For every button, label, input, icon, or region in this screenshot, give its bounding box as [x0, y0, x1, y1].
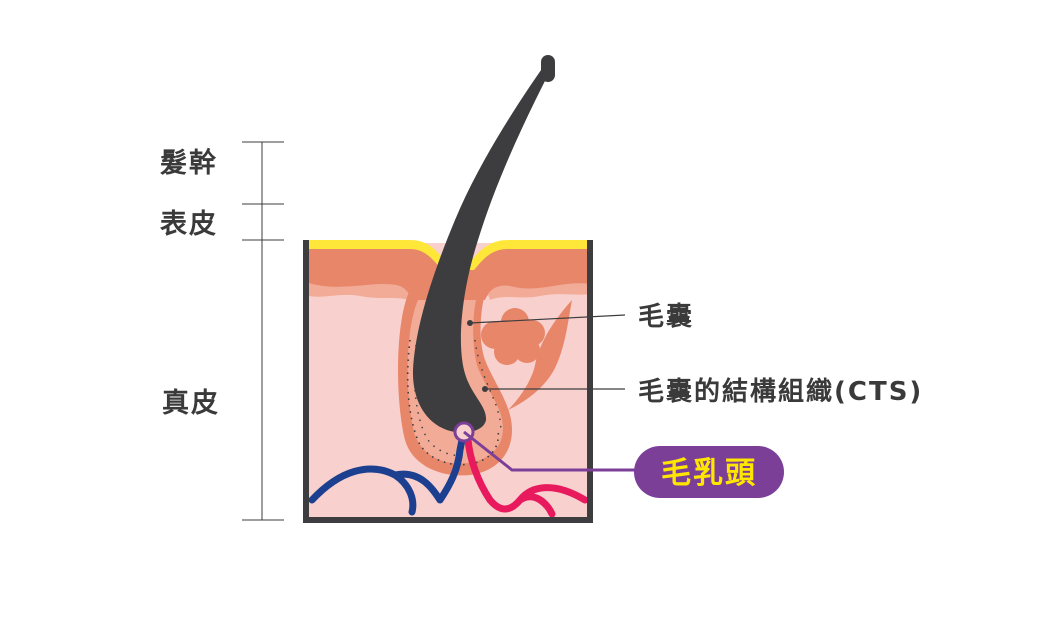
sebaceous-gland [481, 308, 545, 365]
label-cts: 毛囊的結構組織(CTS) [638, 376, 923, 407]
arrector-pili-muscle [508, 300, 572, 410]
artery-vessel [464, 436, 589, 518]
label-follicle: 毛囊 [638, 302, 694, 332]
epidermis-inner-rim [306, 282, 410, 300]
callout-follicle-dot [467, 320, 473, 326]
callout-papilla: 毛乳頭 [463, 430, 784, 498]
cts-dotted-outline-right [474, 339, 502, 433]
layer-scale-bracket [242, 141, 284, 521]
callout-cts-dot [482, 386, 488, 392]
callout-cts: 毛囊的結構組織(CTS) [482, 376, 923, 407]
epidermis-surface [306, 240, 590, 270]
label-hair-shaft: 髮幹 [160, 147, 218, 179]
papilla-highlight-pill [634, 446, 784, 498]
label-epidermis: 表皮 [160, 209, 218, 240]
vein-vessel [308, 436, 466, 516]
skin-box-frame [303, 240, 593, 523]
hair-shaft [412, 60, 548, 433]
label-dermis: 真皮 [162, 388, 220, 419]
skin-cross-section [303, 55, 593, 523]
epidermis-inner-rim-right [488, 283, 590, 300]
label-papilla: 毛乳頭 [661, 456, 757, 491]
callout-follicle: 毛囊 [467, 302, 694, 332]
